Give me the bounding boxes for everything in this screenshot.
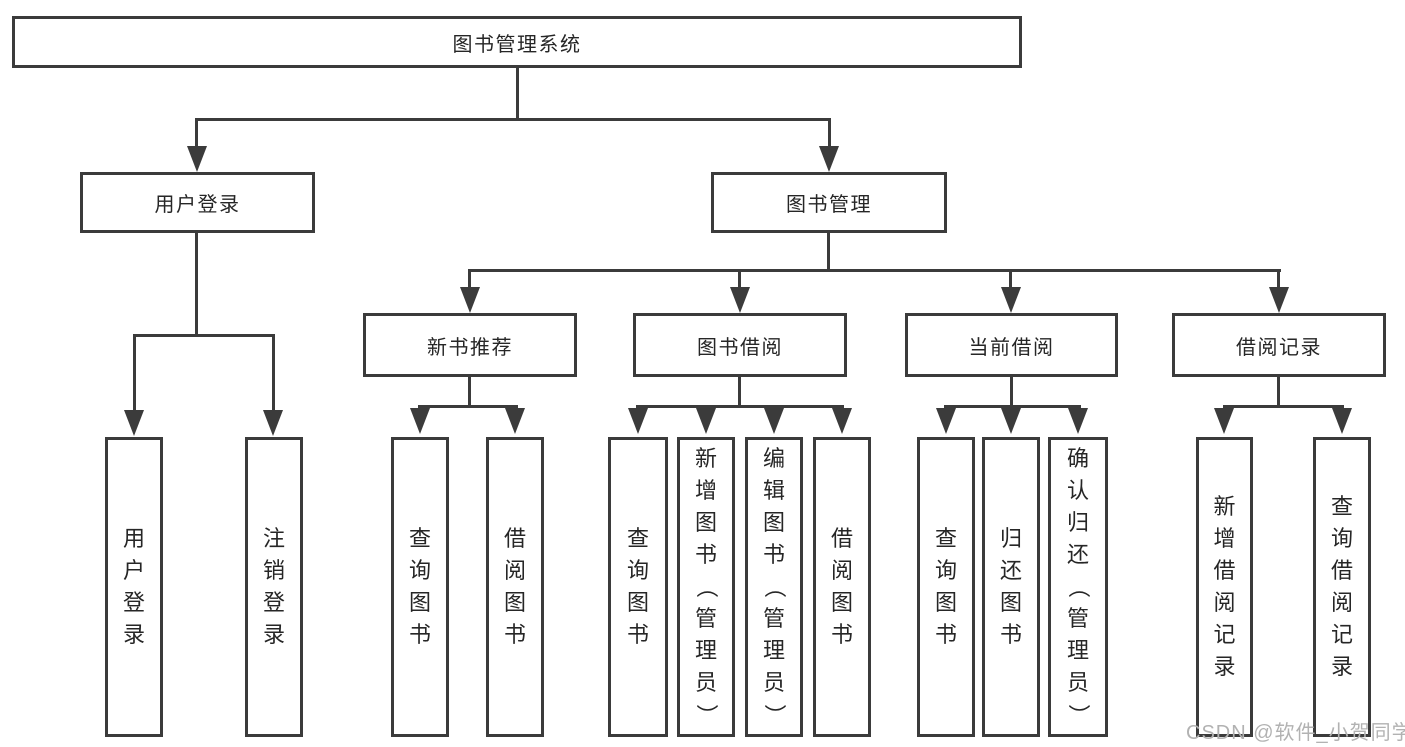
- connector-currentborrow-bar: [944, 405, 1081, 408]
- connector-drop-book-mgmt: [828, 118, 831, 148]
- leaf-bb-query-books: 查询图书: [608, 437, 668, 737]
- connector-root-stem: [516, 66, 519, 121]
- node-user-login-group: 用户登录: [80, 172, 315, 233]
- arrow-to-ul-login: [124, 410, 144, 436]
- csdn-watermark: CSDN @软件_小贺同学: [1186, 722, 1405, 744]
- node-borrow-record-label: 借阅记录: [1236, 336, 1322, 359]
- connector-bookborrow-stem: [738, 375, 741, 408]
- leaf-rec-borrow-books: 借阅图书: [486, 437, 544, 737]
- leaf-br-add-record-label: 新增借阅记录: [1213, 494, 1236, 679]
- arrow-to-current-borrow: [1001, 287, 1021, 313]
- arrow-to-bb-borrow: [832, 408, 852, 434]
- arrow-to-book-mgmt: [819, 146, 839, 172]
- arrow-to-bb-query: [628, 408, 648, 434]
- connector-drop-current-borrow: [1009, 269, 1012, 291]
- node-root-label: 图书管理系统: [452, 33, 582, 56]
- arrow-to-br-query: [1332, 408, 1352, 434]
- connector-userlogin-bar: [133, 334, 275, 337]
- leaf-rec-borrow-books-label: 借阅图书: [503, 526, 526, 647]
- arrow-to-bb-add: [696, 408, 716, 434]
- leaf-bb-add-books-label: 新增图书（管理员）: [694, 446, 719, 726]
- node-book-mgmt-group-label: 图书管理: [786, 194, 872, 216]
- node-new-book-rec-label: 新书推荐: [427, 336, 513, 359]
- node-book-mgmt-group: 图书管理: [711, 172, 947, 233]
- node-new-book-rec: 新书推荐: [363, 313, 577, 377]
- node-borrow-record: 借阅记录: [1172, 313, 1386, 377]
- leaf-cb-query-books-label: 查询图书: [934, 526, 957, 647]
- connector-newbookrec-stem: [468, 375, 471, 408]
- node-root: 图书管理系统: [12, 16, 1022, 68]
- leaf-bb-borrow-books-label: 借阅图书: [830, 526, 853, 647]
- leaf-logout: 注销登录: [245, 437, 303, 737]
- arrow-to-new-book-rec: [460, 287, 480, 313]
- connector-borrowrecord-bar: [1223, 405, 1344, 408]
- arrow-to-user-login: [187, 146, 207, 172]
- connector-drop-user-login: [195, 118, 198, 148]
- node-book-borrow-label: 图书借阅: [697, 336, 783, 359]
- leaf-logout-label: 注销登录: [262, 526, 285, 647]
- leaf-cb-query-books: 查询图书: [917, 437, 975, 737]
- connector-currentborrow-stem: [1010, 375, 1013, 408]
- connector-drop-book-borrow: [738, 269, 741, 291]
- leaf-br-query-record-label: 查询借阅记录: [1330, 494, 1353, 679]
- connector-drop-borrow-record: [1277, 269, 1280, 291]
- node-current-borrow-label: 当前借阅: [968, 336, 1055, 359]
- leaf-rec-query-books: 查询图书: [391, 437, 449, 737]
- leaf-br-query-record: 查询借阅记录: [1313, 437, 1371, 737]
- leaf-user-login: 用户登录: [105, 437, 163, 737]
- arrow-to-borrow-record: [1269, 287, 1289, 313]
- connector-bookborrow-bar: [636, 405, 844, 408]
- leaf-bb-edit-books: 编辑图书（管理员）: [745, 437, 803, 737]
- arrow-to-br-add: [1214, 408, 1234, 434]
- connector-bookmgmt-bar: [468, 269, 1281, 272]
- arrow-to-cb-return: [1001, 408, 1021, 434]
- node-user-login-group-label: 用户登录: [154, 194, 241, 216]
- arrow-to-nb-borrow: [505, 408, 525, 434]
- arrow-to-nb-query: [410, 408, 430, 434]
- arrow-to-cb-query: [936, 408, 956, 434]
- connector-userlogin-stem: [195, 231, 198, 337]
- arrow-to-ul-logout: [263, 410, 283, 436]
- node-book-borrow: 图书借阅: [633, 313, 847, 377]
- leaf-rec-query-books-label: 查询图书: [408, 526, 431, 647]
- connector-drop-new-book-rec: [468, 269, 471, 291]
- leaf-br-add-record: 新增借阅记录: [1196, 437, 1253, 737]
- connector-drop-ul-logout: [272, 334, 275, 412]
- leaf-bb-borrow-books: 借阅图书: [813, 437, 871, 737]
- leaf-bb-edit-books-label: 编辑图书（管理员）: [762, 446, 787, 726]
- connector-root-bar: [195, 118, 831, 121]
- leaf-bb-query-books-label: 查询图书: [626, 526, 649, 647]
- leaf-bb-add-books: 新增图书（管理员）: [677, 437, 735, 737]
- leaf-user-login-label: 用户登录: [122, 526, 145, 647]
- connector-bookmgmt-stem: [827, 231, 830, 272]
- connector-drop-ul-login: [133, 334, 136, 412]
- connector-newbookrec-bar: [418, 405, 518, 408]
- arrow-to-book-borrow: [730, 287, 750, 313]
- leaf-cb-confirm-return: 确认归还（管理员）: [1048, 437, 1108, 737]
- node-current-borrow: 当前借阅: [905, 313, 1118, 377]
- connector-borrowrecord-stem: [1277, 375, 1280, 408]
- leaf-cb-confirm-return-label: 确认归还（管理员）: [1066, 446, 1091, 726]
- arrow-to-cb-confirm: [1068, 408, 1088, 434]
- leaf-cb-return-books-label: 归还图书: [999, 526, 1022, 647]
- leaf-cb-return-books: 归还图书: [982, 437, 1040, 737]
- arrow-to-bb-edit: [764, 408, 784, 434]
